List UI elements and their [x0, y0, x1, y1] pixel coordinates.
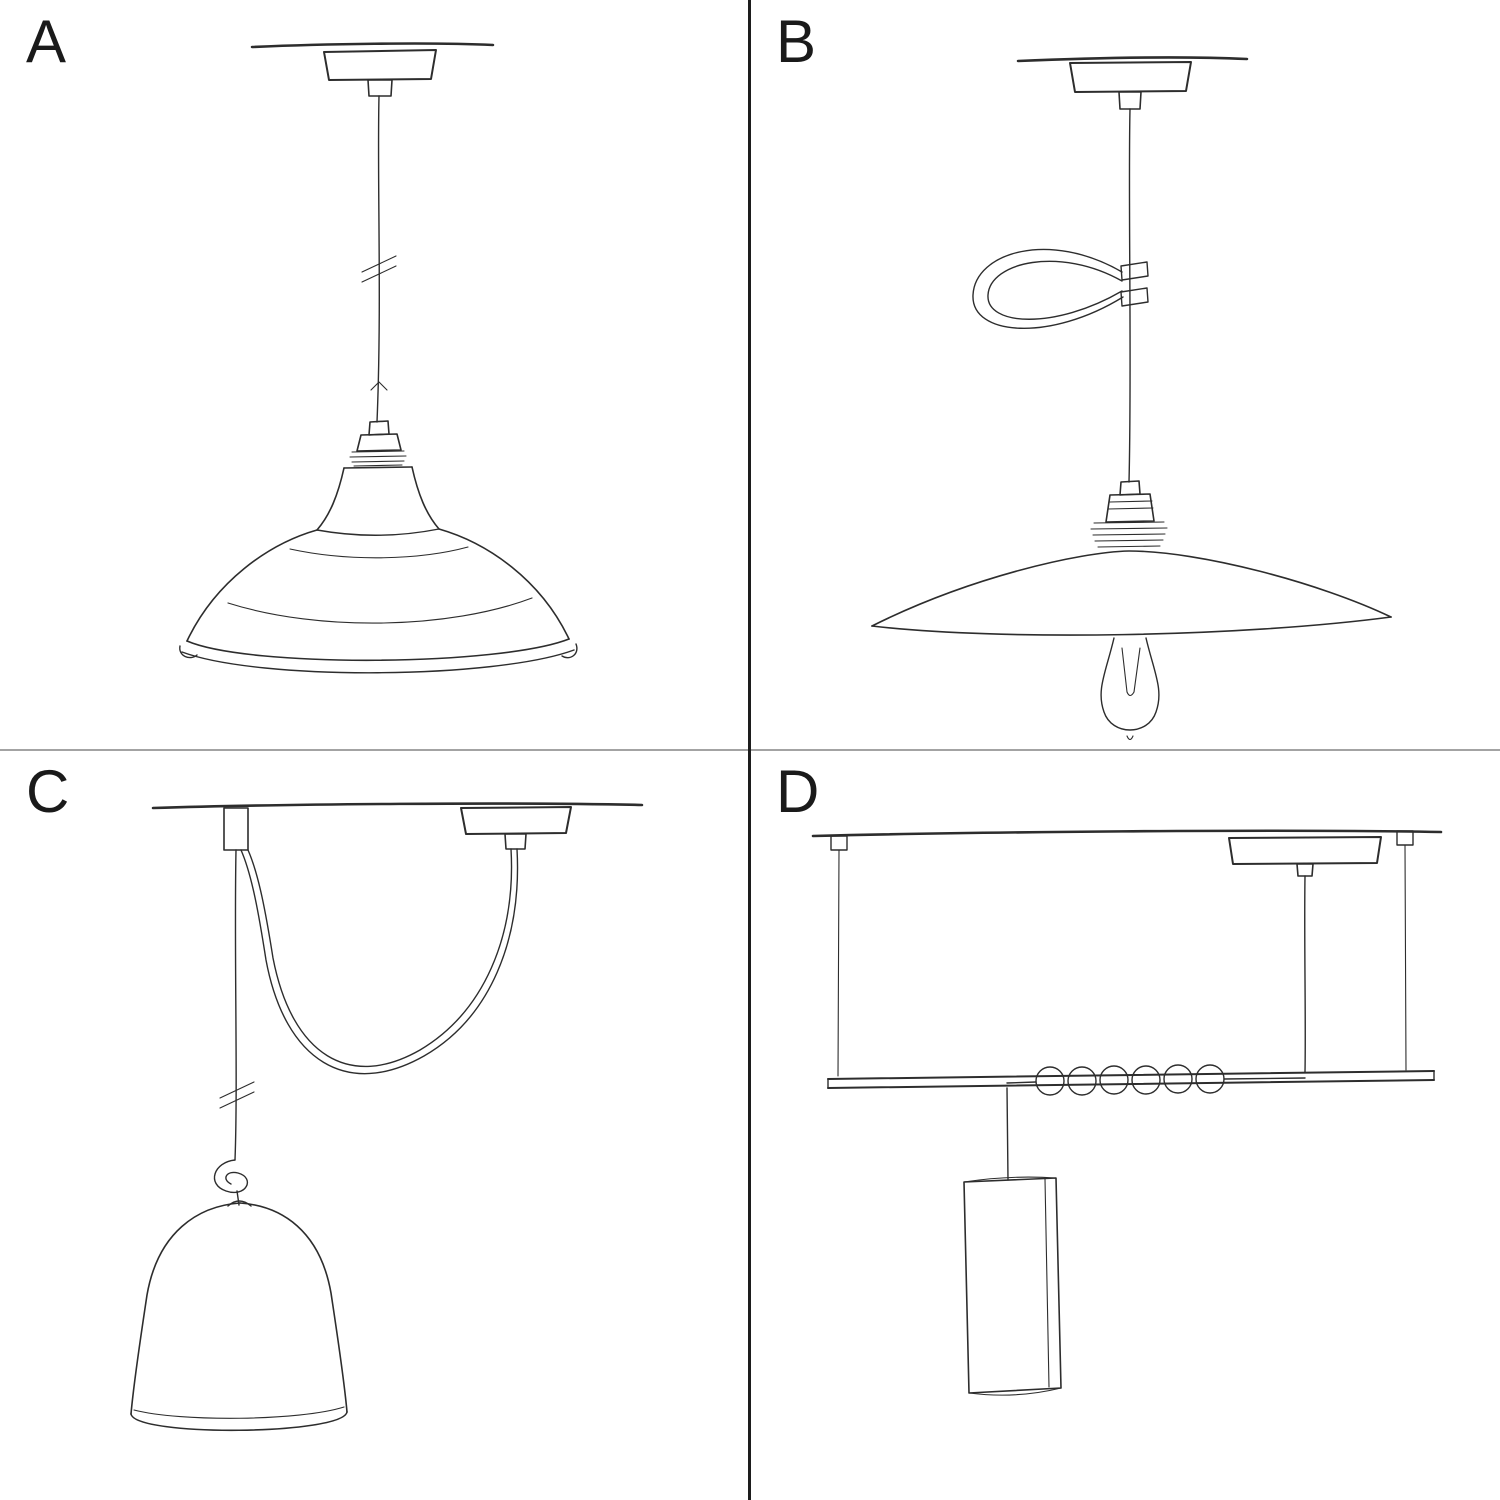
swag-pendant-bell-shade-illustration — [130, 802, 644, 1432]
suspension-wire-left — [830, 835, 848, 1077]
suspension-wire-right — [1396, 830, 1414, 1071]
bar-pendant-tube-shade-illustration — [811, 829, 1443, 1396]
swag-cable — [240, 848, 519, 1075]
hanging-bar — [827, 1070, 1435, 1089]
ceiling-line — [151, 802, 644, 810]
ceiling-rose — [1069, 61, 1192, 110]
ceiling-rose — [1228, 836, 1382, 877]
lamp-holder — [349, 420, 407, 467]
tube-shade — [963, 1176, 1062, 1396]
coiled-cable — [1006, 1064, 1306, 1096]
ceiling-line — [1016, 56, 1249, 63]
flat-plate-shade — [871, 550, 1392, 636]
bell-shade — [130, 1200, 348, 1432]
panel-b-label: B — [776, 8, 818, 75]
pendant-cable — [1128, 108, 1131, 483]
vertical-divider — [748, 0, 751, 1500]
panel-a-label: A — [26, 8, 68, 75]
industrial-bowl-shade — [179, 466, 578, 674]
ceiling-rose — [323, 49, 437, 97]
light-bulb — [1100, 637, 1160, 741]
panel-d: D — [750, 750, 1500, 1500]
panel-d-label: D — [776, 758, 821, 825]
center-cable — [1304, 875, 1306, 1073]
ceiling-rose — [460, 806, 572, 850]
drop-cable — [1006, 1087, 1009, 1181]
ceiling-hook — [223, 807, 249, 851]
panel-c-label: C — [26, 758, 71, 825]
drop-cable — [219, 849, 255, 1161]
cable-clip-loop — [972, 248, 1149, 330]
pendant-cable — [361, 95, 397, 423]
ceiling-line — [250, 42, 495, 49]
lamp-holder — [1090, 480, 1168, 548]
ceiling-line — [811, 829, 1443, 838]
pendant-industrial-bowl-shade-illustration — [179, 42, 578, 674]
panel-c: C — [0, 750, 750, 1500]
panel-b: B — [750, 0, 1500, 750]
pendant-flat-plate-shade-illustration — [871, 56, 1392, 741]
panel-a: A — [0, 0, 750, 750]
cable-knot — [213, 1159, 249, 1206]
